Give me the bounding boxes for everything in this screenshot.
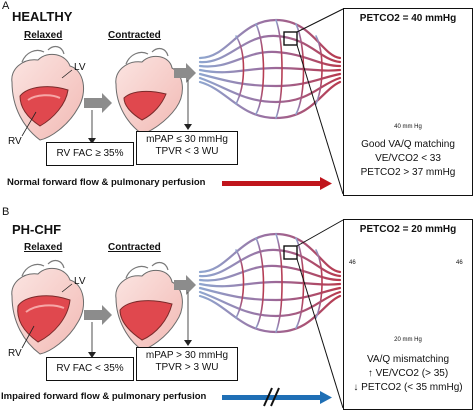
inset-box-b: PETCO2 = 20 mmHg 46 46 20 mm Hg VA/Q mis… [343,219,473,410]
break-mark-1 [263,387,273,407]
panel-title-b: PH-CHF [12,222,62,237]
relaxed-heart-a [11,45,85,141]
flow-arrow-shaft-a [222,181,322,186]
flow-text-a: Normal forward flow & pulmonary perfusio… [7,177,206,188]
zoom-line-top-b [296,219,344,247]
inset-title-b: PETCO2 = 20 mmHg [359,224,457,235]
fac-pointer-head-a [88,138,96,144]
lv-pointer-a [61,69,73,79]
inset-box-a: PETCO2 = 40 mmHg 46 46 40 mm Hg Good VA/… [343,8,473,196]
mpap-text-a: mPAP ≤ 30 mmHg [146,134,228,145]
inset-right-value-a: 46 [450,63,457,69]
flow-text-b: Impaired forward flow & pulmonary perfus… [1,391,207,402]
inset-bottom-value-a: 40 mm Hg [394,124,422,130]
inset-line3-a: PETCO2 > 37 mmHg [360,167,456,178]
zoom-line-bottom-b [296,258,344,409]
relaxed-label-b: Relaxed [24,242,63,253]
fac-text-a: RV FAC ≥ 35% [56,148,124,159]
zoom-line-bottom-a [296,44,344,195]
rv-pointer-b [21,325,35,349]
fac-text-b: RV FAC < 35% [56,363,124,374]
break-mark-2 [270,387,280,407]
flow-arrow-head-a [320,177,332,190]
tpvr-text-a: TPVR < 3 WU [155,146,219,157]
hemodynamics-box-a: mPAP ≤ 30 mmHg TPVR < 3 WU [136,131,238,165]
relaxed-heart-b [11,259,85,355]
arrow-to-lungs-b [174,275,196,295]
mpap-text-b: mPAP > 30 mmHg [145,350,229,361]
rv-pointer-a [21,111,37,137]
arrow-relaxed-to-contracted-a [84,93,112,113]
rv-label-a: RV [8,136,22,147]
pulmonary-network-a [198,18,342,120]
fac-box-b: RV FAC < 35% [46,357,134,381]
tpvr-text-b: TPVR > 3 WU [155,362,219,373]
panel-letter-a: A [2,0,10,12]
fac-pointer-head-b [88,352,96,358]
inset-title-a: PETCO2 = 40 mmHg [359,13,457,24]
zoom-box-a [283,31,298,46]
hemo-pointer-head-b [184,340,192,346]
zoom-box-b [283,245,298,260]
inset-line3-b: ↓ PETCO2 (< 35 mmHg) [353,382,463,393]
zoom-line-top-a [296,8,344,33]
contracted-label-a: Contracted [108,30,161,41]
contracted-label-b: Contracted [108,242,161,253]
rv-label-b: RV [8,348,22,359]
inset-left-value-a: 46 [368,63,375,69]
panel-title-a: HEALTHY [12,9,73,24]
panel-letter-b: B [2,206,10,218]
hemo-pointer-head-a [184,124,192,130]
flow-arrow-head-b [320,391,332,404]
fac-box-a: RV FAC ≥ 35% [46,142,134,166]
contracted-heart-b [115,261,183,351]
arrow-relaxed-to-contracted-b [84,305,112,325]
inset-right-value-b: 46 [456,260,463,266]
lv-label-a: LV [74,62,86,73]
arrow-to-lungs-a [174,63,196,83]
inset-line2-b: ↑ VE/VCO2 (> 35) [367,368,449,379]
inset-line1-b: VA/Q mismatching [366,354,450,365]
flow-arrow-shaft-b [222,395,322,400]
inset-bottom-value-b: 20 mm Hg [394,337,422,343]
pulmonary-network-b [198,232,342,334]
inset-left-value-b: 46 [349,260,356,266]
inset-line1-a: Good VA/Q matching [361,139,455,150]
inset-line2-a: VE/VCO2 < 33 [375,153,441,164]
relaxed-label-a: Relaxed [24,30,63,41]
lv-label-b: LV [74,276,86,287]
contracted-heart-a [115,47,183,135]
hemodynamics-box-b: mPAP > 30 mmHg TPVR > 3 WU [136,347,238,381]
lv-pointer-b [61,283,73,293]
